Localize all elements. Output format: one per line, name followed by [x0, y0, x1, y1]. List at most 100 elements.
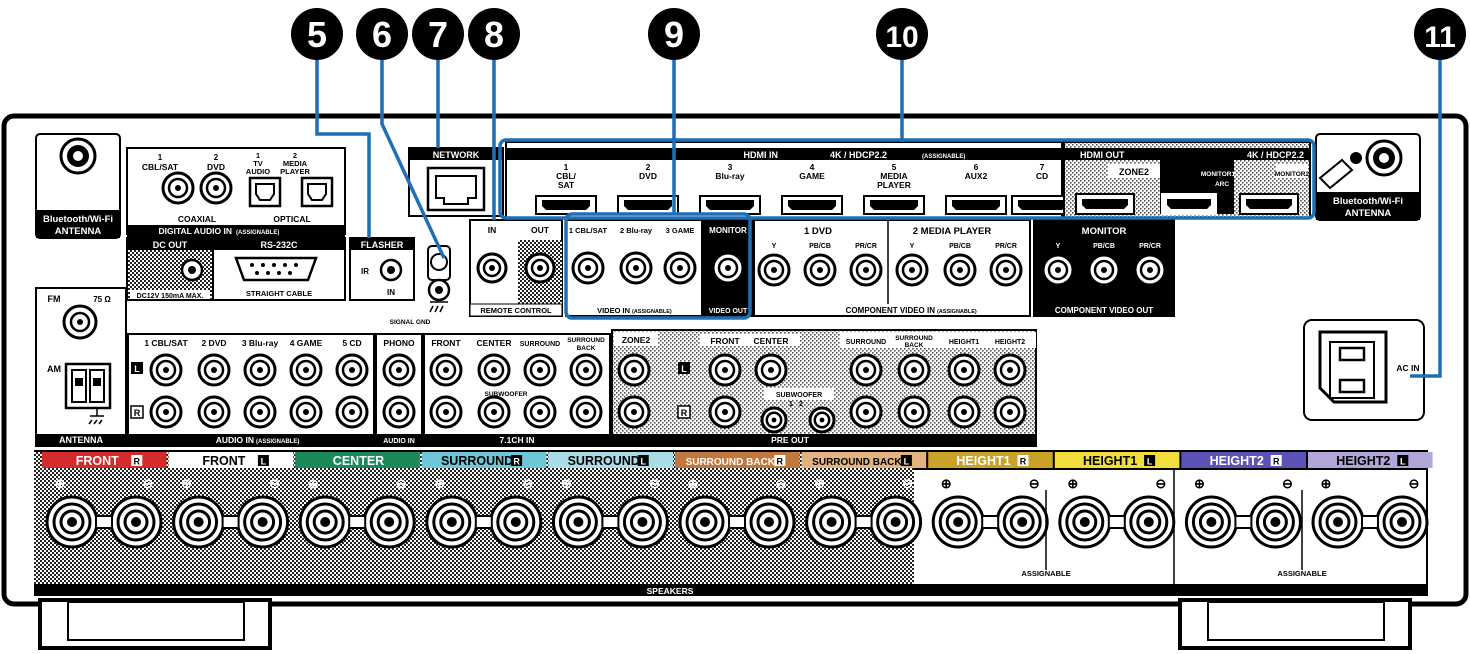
speaker-minus-6: ⊖: [776, 476, 787, 491]
video-in-jack-1[interactable]: [571, 251, 605, 285]
audio-in-jack-r-5[interactable]: [335, 395, 369, 429]
ac-inlet[interactable]: [1318, 330, 1388, 404]
speaker-plus-6: ⊕: [688, 476, 699, 491]
ch71-jack-bottom-4[interactable]: [569, 395, 603, 429]
hdmi-in-port-3[interactable]: [699, 195, 761, 215]
ch71-jack-top-2[interactable]: [477, 353, 511, 387]
ch71-jack-bottom-1[interactable]: [429, 395, 463, 429]
audio-in-title: AUDIO IN: [216, 435, 254, 445]
hdmi-in-port-6[interactable]: [945, 195, 1007, 215]
am-antenna-terminal[interactable]: [64, 362, 112, 425]
preout-center[interactable]: [754, 353, 788, 387]
fm-antenna-jack[interactable]: [62, 304, 98, 340]
preout-ch-r-4[interactable]: [993, 395, 1027, 429]
preout-sub-1[interactable]: [760, 406, 788, 434]
component-out-jack-3[interactable]: [1133, 253, 1167, 287]
cout-pb: PB/CB: [1093, 243, 1115, 250]
preout-ch-r-2[interactable]: [897, 395, 931, 429]
component-in-jack-6[interactable]: [989, 253, 1023, 287]
ch71-jack-top-4[interactable]: [569, 353, 603, 387]
preout-ch-l-4[interactable]: [993, 353, 1027, 387]
component-in-jack-4[interactable]: [895, 253, 929, 287]
component-in-jack-3[interactable]: [849, 253, 883, 287]
audio-in-jack-r-2[interactable]: [197, 395, 231, 429]
speaker-terminal-4[interactable]: ⊕⊖: [425, 476, 543, 549]
network-port[interactable]: [426, 166, 486, 212]
audio-in-label-2: 2 DVD: [201, 338, 226, 348]
flasher-jack[interactable]: [379, 258, 403, 282]
signal-gnd-terminal[interactable]: [427, 245, 451, 313]
audio-in-jack-l-5[interactable]: [335, 353, 369, 387]
phono-jack-l[interactable]: [382, 353, 416, 387]
phono-jack-r[interactable]: [382, 395, 416, 429]
preout-sub-2[interactable]: [808, 406, 836, 434]
video-in-jack-2[interactable]: [619, 251, 653, 285]
speaker-minus-3: ⊖: [396, 476, 407, 491]
hdmi-out-zone2: ZONE2: [1119, 167, 1149, 177]
component-in-jack-2[interactable]: [803, 253, 837, 287]
audio-in-jack-l-1[interactable]: [149, 353, 183, 387]
speaker-plus-5: ⊕: [561, 476, 572, 491]
preout-ch-r-3[interactable]: [947, 395, 981, 429]
hdmi-out-zone2-port[interactable]: [1075, 193, 1135, 215]
bt-antenna-left[interactable]: Bluetooth/Wi-Fi ANTENNA: [35, 133, 121, 239]
hdmi-out-monitor1-port[interactable]: [1161, 193, 1217, 215]
remote-in-jack[interactable]: [476, 252, 508, 284]
preout-zone2-l[interactable]: [617, 353, 651, 387]
speaker-terminal-10[interactable]: ⊕⊖: [1184, 476, 1302, 549]
speaker-terminal-1[interactable]: ⊕⊖: [45, 476, 163, 549]
component-in-assign: (ASSIGNABLE): [937, 309, 977, 315]
hdmi-in-port-2[interactable]: [617, 195, 679, 215]
optical-jack-1[interactable]: [248, 176, 282, 208]
ch71-jack-bottom-2[interactable]: [477, 395, 511, 429]
component-in-jack-1[interactable]: [757, 253, 791, 287]
video-out-label: VIDEO OUT: [709, 308, 748, 315]
speaker-terminal-2[interactable]: ⊕⊖: [172, 476, 290, 549]
bt-antenna-right[interactable]: Bluetooth/Wi-Fi ANTENNA: [1315, 133, 1421, 221]
audio-in-jack-l-2[interactable]: [197, 353, 231, 387]
ch71-jack-bottom-3[interactable]: [523, 395, 557, 429]
hdmi-in-port-7[interactable]: [1011, 195, 1073, 215]
preout-zone2-r[interactable]: [617, 395, 651, 429]
speaker-terminal-3[interactable]: ⊕⊖: [298, 476, 416, 549]
speaker-side-7: L: [904, 457, 910, 467]
ch71-jack-top-3[interactable]: [523, 353, 557, 387]
speaker-plus-10: ⊕: [1194, 476, 1205, 491]
preout-ch-l-1[interactable]: [849, 353, 883, 387]
preout-front-r[interactable]: [708, 395, 742, 429]
remote-out-label: OUT: [531, 225, 550, 235]
audio-in-jack-r-1[interactable]: [149, 395, 183, 429]
preout-front-l[interactable]: [708, 353, 742, 387]
speaker-terminal-9[interactable]: ⊕⊖: [1058, 476, 1176, 549]
hdmi-in-port-4[interactable]: [781, 195, 843, 215]
hdmi-in-port-1[interactable]: [535, 195, 597, 215]
preout-ch-l-2[interactable]: [897, 353, 931, 387]
component-out-jack-1[interactable]: [1041, 253, 1075, 287]
component-in-jack-5[interactable]: [943, 253, 977, 287]
speaker-terminal-11[interactable]: ⊕⊖: [1311, 476, 1429, 549]
video-out-jack[interactable]: [711, 251, 745, 285]
hdmi-out-monitor2-port[interactable]: [1239, 193, 1299, 215]
audio-in-jack-l-4[interactable]: [289, 353, 323, 387]
speaker-terminal-5[interactable]: ⊕⊖: [551, 476, 669, 549]
coaxial-jack-2[interactable]: [199, 171, 233, 205]
ch71-jack-top-1[interactable]: [429, 353, 463, 387]
hdmi-in-port-5[interactable]: [863, 195, 925, 215]
video-in-jack-3[interactable]: [663, 251, 697, 285]
audio-in-jack-r-4[interactable]: [289, 395, 323, 429]
audio-in-jack-r-3[interactable]: [243, 395, 277, 429]
preout-ch-r-1[interactable]: [849, 395, 883, 429]
optical-jack-2[interactable]: [300, 176, 334, 208]
rs232c-port[interactable]: [234, 256, 318, 282]
audio-in-jack-l-3[interactable]: [243, 353, 277, 387]
speaker-terminal-8[interactable]: ⊕⊖: [931, 476, 1049, 549]
dc-out-jack[interactable]: [180, 258, 204, 282]
speaker-terminal-6[interactable]: ⊕⊖: [678, 476, 796, 549]
preout-ch-l-3[interactable]: [947, 353, 981, 387]
remote-out-jack[interactable]: [524, 252, 556, 284]
speaker-terminal-7[interactable]: ⊕⊖: [805, 476, 923, 549]
component-out-jack-2[interactable]: [1087, 253, 1121, 287]
callout-number-7: 7: [428, 14, 448, 55]
coaxial-jack-1[interactable]: [161, 171, 195, 205]
